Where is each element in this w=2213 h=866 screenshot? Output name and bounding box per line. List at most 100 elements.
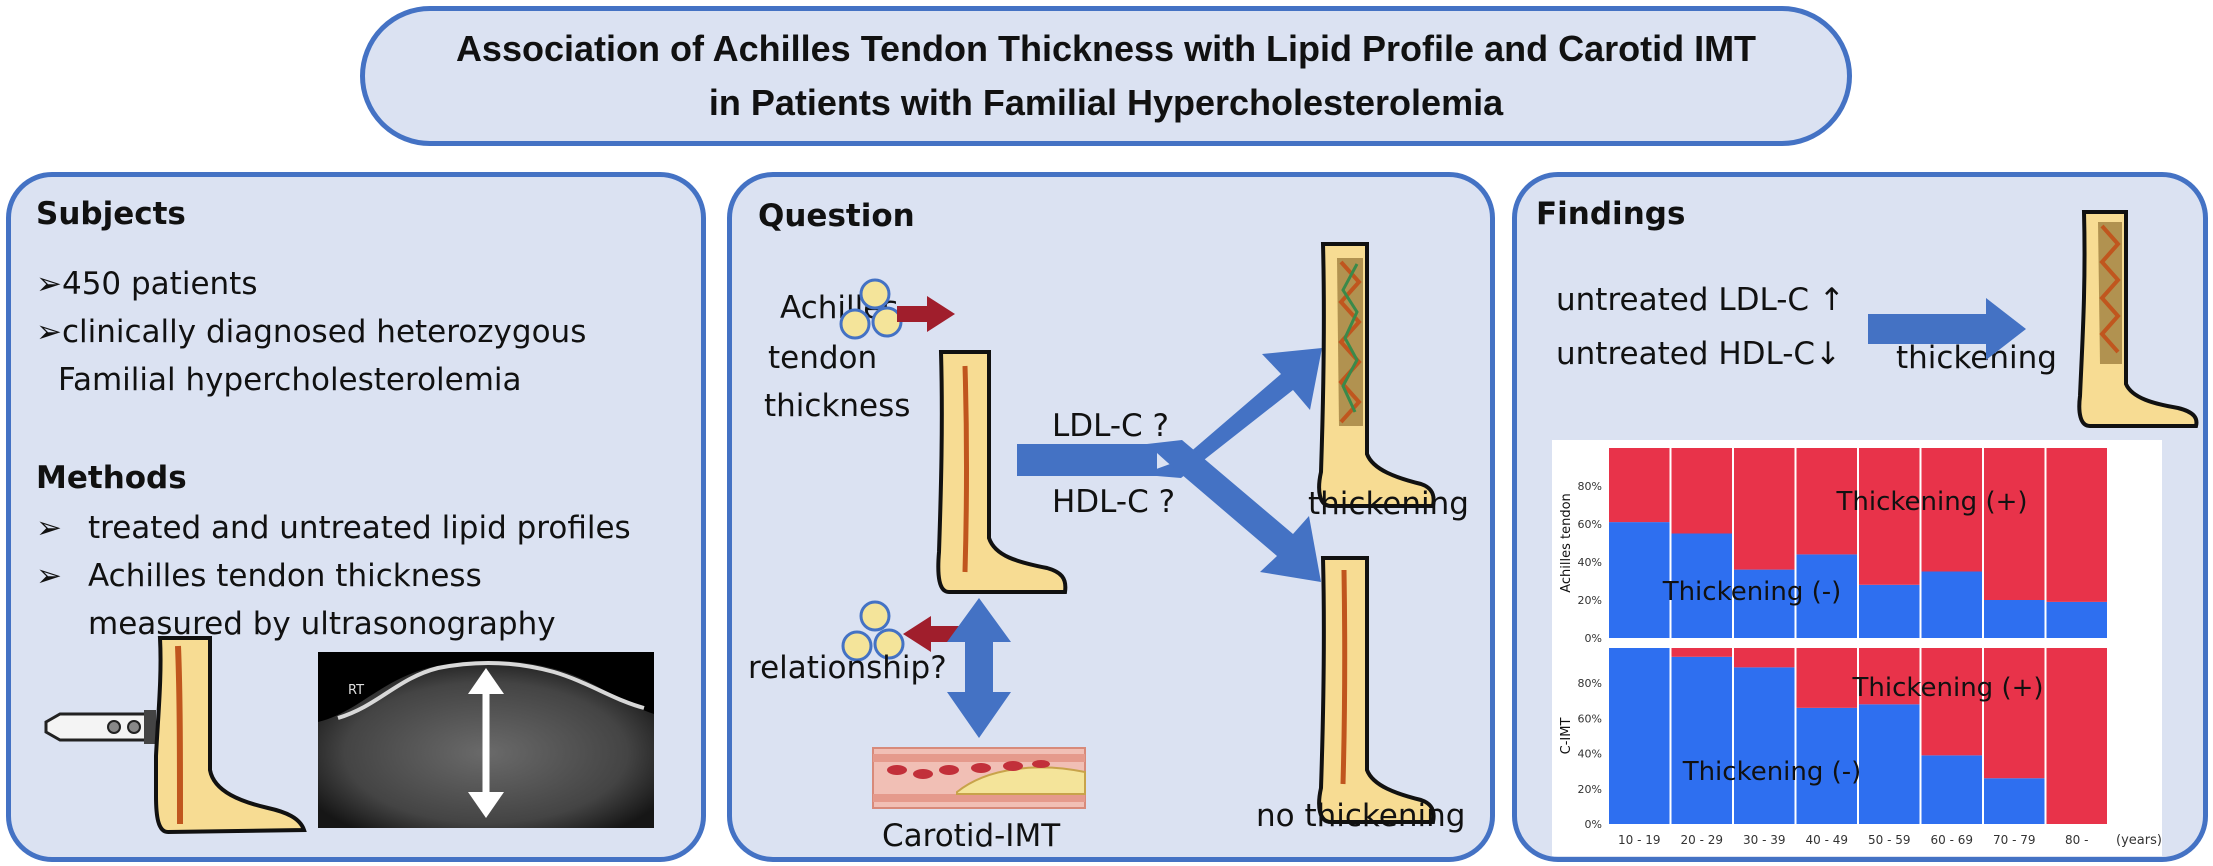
relationship-arrow-icon (947, 598, 1011, 738)
thickness-arrow-icon (468, 668, 504, 818)
title-line-2: in Patients with Familial Hypercholester… (708, 82, 1504, 123)
chart-bar-segment (1859, 648, 1920, 705)
chart-bar-segment (1734, 448, 1795, 570)
chart-y-tick-label: 0% (1585, 632, 1602, 645)
chart-bar-segment (2046, 448, 2107, 602)
chart-bar-segment (2046, 648, 2107, 824)
foot-icon (154, 636, 307, 835)
question-heading: Question (758, 198, 915, 234)
chart-x-tick-label: 60 - 69 (1931, 833, 1974, 847)
carotid-artery-icon (872, 747, 1086, 809)
chart-bar-segment (1921, 648, 1982, 756)
title-banner: Association of Achilles Tendon Thickness… (360, 6, 1852, 146)
cholesterol-particles-icon (841, 600, 905, 662)
chart-y-axis-label: C-IMT (1559, 718, 1574, 755)
chart-x-tick-label: 70 - 79 (1993, 833, 2036, 847)
achilles-label-line2: tendon (768, 340, 878, 376)
chart-bar-segment (1671, 533, 1732, 638)
chart-bar-segment (1796, 648, 1857, 708)
chart-bar-segment (1671, 448, 1732, 534)
thickening-label: thickening (1308, 486, 1469, 522)
subjects-item-2: ➢clinically diagnosed heterozygous (36, 314, 587, 350)
normal-foot-icon (1317, 556, 1436, 824)
findings-hdl-label: untreated HDL-C↓ (1556, 336, 1842, 372)
chart-bar-segment (1921, 448, 1982, 572)
chart-c-imt: 0% 20% 40% 60% 80% C-IMT 10 - 19 20 - 29 30 - 39… (1559, 648, 2162, 848)
chart-x-tick-label: 20 - 29 (1681, 833, 1724, 847)
chart-bar-segment (1609, 648, 1670, 824)
chart-bar-segment (1984, 778, 2045, 824)
subjects-item-1: ➢450 patients (36, 266, 258, 302)
chart-bar-segment (1921, 571, 1982, 638)
methods-heading: Methods (36, 460, 187, 496)
findings-heading: Findings (1536, 196, 1686, 232)
thickened-foot-icon (2077, 210, 2199, 428)
red-arrow-in-icon (897, 296, 955, 332)
chart-bar-segment (1609, 448, 1670, 523)
foot-with-probe-illustration (44, 636, 307, 835)
chart-x-tick-label: 80 - (2065, 833, 2088, 847)
chart-y-tick-label: 60% (1578, 518, 1602, 531)
carotid-imt-label: Carotid-IMT (882, 818, 1061, 854)
hdl-question-label: HDL-C ? (1052, 484, 1176, 520)
chart-series-label: Thickening (+) (1835, 487, 2027, 517)
chart-y-tick-label: 0% (1585, 818, 1602, 831)
no-thickening-label: no thickening (1256, 798, 1466, 834)
chart-bar-segment (1859, 584, 1920, 638)
chart-bar-segment (1984, 648, 2045, 779)
findings-illustration (1868, 210, 2199, 428)
chart-series-label: Thickening (-) (1682, 757, 1862, 787)
relationship-label: relationship? (748, 650, 947, 686)
chart-bar-segment (1734, 648, 1795, 668)
chart-bar-segment (2046, 601, 2107, 638)
chart-y-tick-label: 40% (1578, 556, 1602, 569)
chart-bar-segment (1984, 448, 2045, 600)
chart-series-label: Thickening (+) (1851, 673, 2043, 703)
chart-bar-segment (1984, 600, 2045, 638)
question-diagram (839, 242, 1436, 824)
cholesterol-particles-icon (839, 278, 903, 340)
red-arrow-out-icon (903, 616, 961, 652)
ldl-question-label: LDL-C ? (1052, 408, 1170, 444)
chart-bar-segment (1859, 448, 1920, 585)
chart-y-axis-label: Achilles tendon (1559, 493, 1574, 593)
right-arrow-icon (1868, 298, 2026, 360)
chart-bar-segment (1734, 667, 1795, 824)
chart-bar-segment (1796, 448, 1857, 555)
chart-y-tick-label: 60% (1578, 712, 1602, 725)
chart-y-tick-label: 40% (1578, 748, 1602, 761)
chart-bar-segment (1671, 648, 1732, 657)
chart-bar-segment (1609, 522, 1670, 638)
chart-y-tick-label: 20% (1578, 594, 1602, 607)
ultrasound-probe-icon (44, 710, 156, 744)
title-line-1: Association of Achilles Tendon Thickness… (455, 28, 1757, 69)
subjects-heading: Subjects (36, 196, 186, 232)
chart-x-axis-label: (years) (2116, 833, 2162, 848)
chart-y-tick-label: 80% (1578, 677, 1602, 690)
chart-y-tick-label: 80% (1578, 480, 1602, 493)
ultrasound-image: RT (318, 652, 654, 828)
ultrasound-rt-label: RT (348, 683, 364, 698)
chart-x-tick-label: 50 - 59 (1868, 833, 1911, 847)
thickened-foot-icon (1317, 242, 1436, 508)
methods-bullet-2: ➢ (36, 558, 62, 594)
methods-item-1: treated and untreated lipid profiles (88, 510, 631, 546)
methods-item-2: Achilles tendon thickness (88, 558, 482, 594)
subjects-item-3: Familial hypercholesterolemia (58, 362, 522, 398)
chart-bar-segment (1859, 704, 1920, 824)
branch-arrow-icon (1017, 348, 1322, 582)
chart-bar-segment (1796, 554, 1857, 638)
findings-ldl-label: untreated LDL-C ↑ (1556, 282, 1845, 318)
methods-bullet-1: ➢ (36, 510, 62, 546)
achilles-label-line3: thickness (764, 388, 911, 424)
chart-y-tick-label: 20% (1578, 783, 1602, 796)
chart-series-label: Thickening (-) (1662, 577, 1842, 607)
findings-thickening-label: thickening (1896, 340, 2057, 376)
chart-bar-segment (1671, 656, 1732, 824)
chart-x-tick-label: 10 - 19 (1618, 833, 1661, 847)
chart-bar-segment (1734, 569, 1795, 638)
chart-x-tick-label: 30 - 39 (1743, 833, 1786, 847)
chart-x-tick-label: 40 - 49 (1806, 833, 1849, 847)
